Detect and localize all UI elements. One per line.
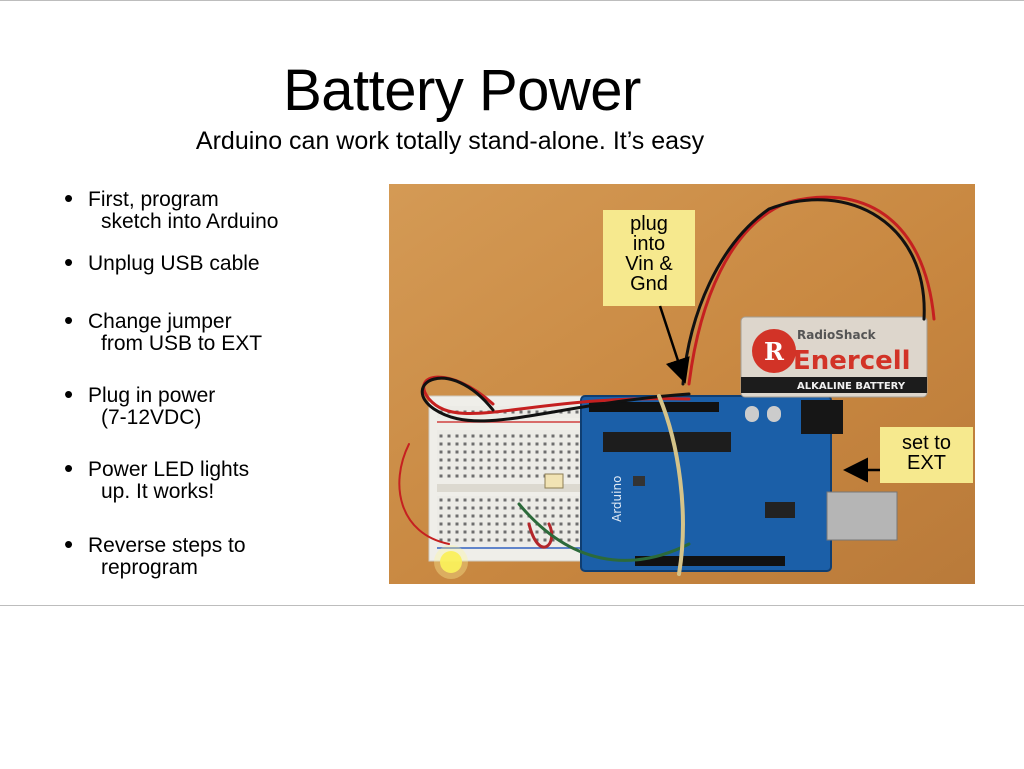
bullet-dot-icon: • bbox=[64, 453, 74, 483]
callout-line: plug bbox=[630, 213, 668, 235]
bullet-line: Plug in power bbox=[88, 384, 216, 407]
bullet-dot-icon: • bbox=[64, 247, 74, 277]
battery-type: ALKALINE BATTERY bbox=[797, 381, 906, 392]
usb-port bbox=[826, 491, 898, 541]
callout-line: Gnd bbox=[630, 273, 668, 295]
board-label: Arduino bbox=[610, 476, 624, 522]
svg-text:R: R bbox=[764, 337, 785, 366]
callout-line: into bbox=[632, 233, 666, 255]
bullet-line: (7-12VDC) bbox=[101, 406, 202, 429]
power-jack bbox=[801, 400, 843, 434]
bullet-line: Unplug USB cable bbox=[88, 252, 260, 275]
wires bbox=[398, 195, 936, 576]
bullet-line: Change jumper bbox=[88, 310, 232, 333]
bullet-line: First, program bbox=[88, 188, 219, 211]
bullet-dot-icon: • bbox=[64, 529, 74, 559]
bullet-line: Power LED lights bbox=[88, 458, 250, 481]
battery-brand: RadioShack bbox=[797, 328, 877, 342]
callout-line: set to bbox=[902, 432, 951, 454]
9v-battery: R RadioShack Enercell ALKALINE BATTERY bbox=[740, 316, 928, 398]
bullet-dot-icon: • bbox=[64, 305, 74, 335]
bullet-line: sketch into Arduino bbox=[101, 210, 279, 233]
bullet-line: reprogram bbox=[101, 556, 198, 579]
arduino-board: Arduino bbox=[580, 395, 898, 572]
bullet-line: Reverse steps to bbox=[88, 534, 246, 557]
bullet-line: up. It works! bbox=[101, 480, 215, 503]
slide-title: Battery Power bbox=[283, 58, 641, 123]
callout-plug-vin-gnd: plug into Vin & Gnd bbox=[603, 210, 695, 306]
bullet-dot-icon: • bbox=[64, 379, 74, 409]
callout-line: Vin & bbox=[625, 253, 673, 275]
bullet-dot-icon: • bbox=[64, 183, 74, 213]
slide-subtitle: Arduino can work totally stand-alone. It… bbox=[195, 127, 705, 155]
led bbox=[440, 551, 462, 573]
callout-line: EXT bbox=[907, 452, 946, 474]
pushbutton bbox=[544, 473, 564, 489]
battery-name: Enercell bbox=[793, 346, 911, 376]
slide: Battery Power Arduino can work totally s… bbox=[0, 0, 1024, 606]
bullet-line: from USB to EXT bbox=[101, 332, 263, 355]
callout-set-ext: set to EXT bbox=[880, 427, 973, 483]
